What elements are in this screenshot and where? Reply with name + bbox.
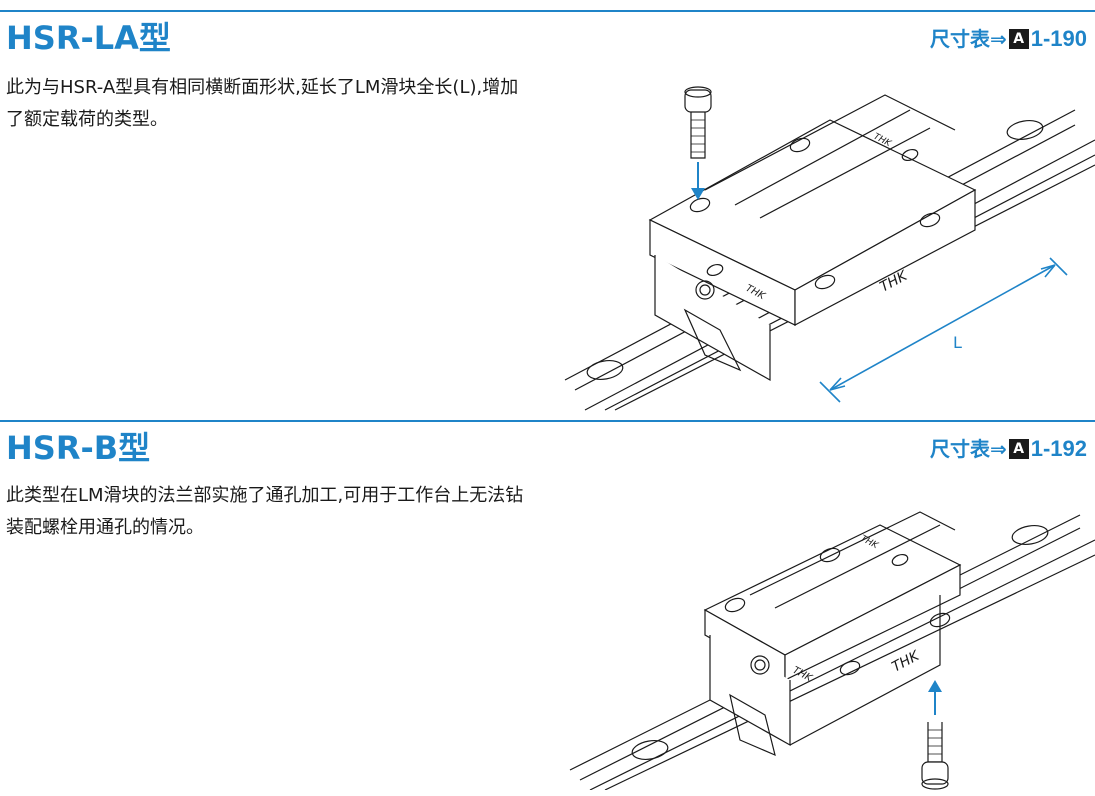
section-divider: [0, 420, 1095, 422]
ref-page-number: 1-192: [1030, 436, 1087, 461]
section-divider: [0, 10, 1095, 12]
ref-prefix: 尺寸表⇒: [929, 437, 1007, 461]
section-hsr-la: HSR-LA型 尺寸表⇒ A 1-190 此为与HSR-A型具有相同横断面形状,…: [0, 10, 1095, 411]
volume-badge: A: [1008, 439, 1029, 459]
hsr-la-illustration: THK THK THK L: [564, 86, 1095, 411]
hsr-b-illustration: THK THK THK: [569, 511, 1095, 790]
section-title: HSR-LA型: [6, 19, 171, 57]
ref-page-number: 1-190: [1030, 26, 1087, 51]
dimension-table-link[interactable]: 尺寸表⇒ A 1-190: [930, 28, 1087, 50]
ref-prefix: 尺寸表⇒: [929, 27, 1007, 51]
section-hsr-b: HSR-B型 尺寸表⇒ A 1-192 此类型在LM滑块的法兰部实施了通孔加工,…: [0, 420, 1095, 796]
section-description: 此类型在LM滑块的法兰部实施了通孔加工,可用于工作台上无法钻装配螺栓用通孔的情况…: [6, 485, 524, 538]
volume-badge: A: [1008, 29, 1029, 49]
dimension-label-l: L: [953, 333, 962, 352]
dimension-table-link[interactable]: 尺寸表⇒ A 1-192: [930, 438, 1087, 460]
section-description: 此为与HSR-A型具有相同横断面形状,延长了LM滑块全长(L),增加了额定载荷的…: [6, 77, 519, 130]
section-title: HSR-B型: [6, 429, 151, 467]
